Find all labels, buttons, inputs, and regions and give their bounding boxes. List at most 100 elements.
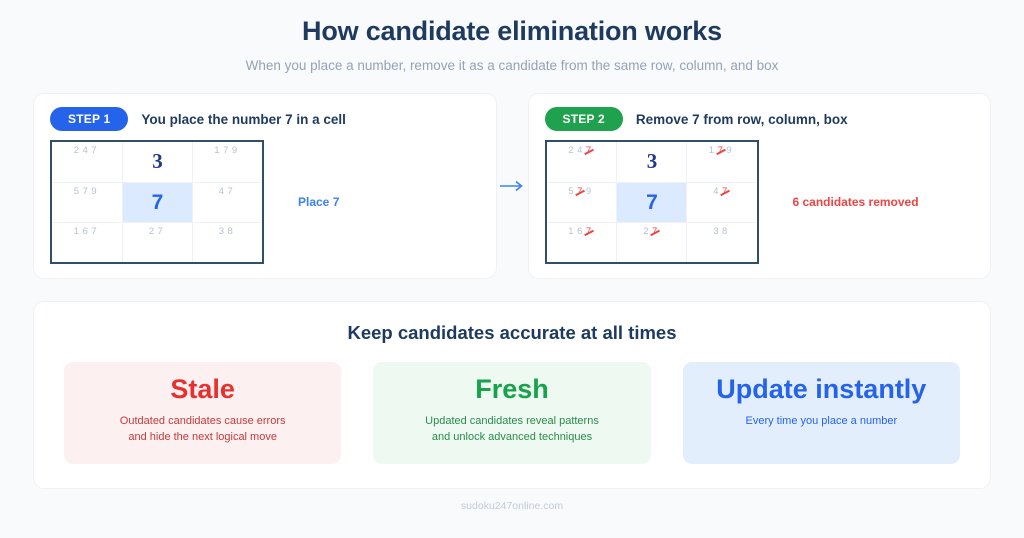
grid-cell[interactable]: 27 [121,222,192,263]
candidate: 5 [73,186,83,198]
candidate: 1 [568,226,578,238]
candidate: 5 [568,186,578,198]
page-subtitle: When you place a number, remove it as a … [245,58,779,74]
steps-row: STEP 1 You place the number 7 in a cell … [33,93,991,280]
step-1-note: Place 7 [298,195,340,210]
summary-card: Keep candidates accurate at all times St… [33,301,991,489]
candidate: 2 [148,226,158,238]
summary-tile-line: and unlock advanced techniques [431,431,593,444]
cell-candidates: 38 [193,227,262,237]
step-1-header: STEP 1 You place the number 7 in a cell [50,107,480,132]
candidate: 6 [577,226,586,238]
footer-site-label: sudoku247online.com [460,499,564,512]
candidate: 4 [577,145,586,157]
cell-candidates: 179 [687,146,756,156]
cell-candidates: 47 [687,187,756,197]
summary-tile-description: Every time you place a number [693,413,950,430]
cell-candidates: 167 [547,227,617,237]
summary-title: Keep candidates accurate at all times [347,322,677,344]
candidate: 4 [82,145,92,157]
grid-cell[interactable]: 47 [686,182,757,223]
candidate: 3 [713,226,722,238]
cell-value: 3 [152,149,163,174]
step-2-title: Remove 7 from row, column, box [635,111,848,127]
grid-cell[interactable]: 579 [546,182,617,222]
grid-cell[interactable]: 167 [546,222,617,262]
summary-tile-heading: Update instantly [716,374,927,405]
summary-tile-line: Updated candidates reveal patterns [425,414,599,427]
candidate-removed: 7 [585,226,595,238]
summary-tile-line: Every time you place a number [745,414,898,427]
cell-value: 7 [646,190,658,214]
candidate-removed: 7 [717,145,727,157]
candidate: 3 [218,226,228,238]
grid-cell[interactable]: 247 [52,142,122,182]
candidate: 6 [82,226,92,238]
step-2-badge: STEP 2 [544,107,623,132]
candidate: 7 [91,145,101,157]
grid-cell[interactable]: 167 [52,222,122,262]
step-1-title: You place the number 7 in a cell [141,111,346,127]
grid-cell[interactable]: 47 [191,182,262,223]
step-2-note: 6 candidates removed [792,195,919,210]
cell-candidates: 579 [547,187,617,197]
grid-cell[interactable]: 179 [686,142,756,183]
step-card-2: STEP 2 Remove 7 from row, column, box 24… [527,93,991,280]
candidate: 1 [214,145,224,157]
cell-candidates: 38 [687,227,756,237]
candidate: 2 [568,145,578,157]
grid-cell[interactable]: 38 [686,222,757,263]
cell-candidates: 247 [52,146,122,156]
summary-tile-heading: Stale [170,374,235,405]
candidate: 4 [713,186,722,198]
candidate: 8 [721,226,731,238]
candidate: 7 [82,186,92,198]
cell-candidates: 167 [52,227,122,237]
candidate: 1 [708,145,718,157]
candidate-removed: 7 [577,186,586,198]
cell-candidates: 179 [193,146,262,156]
cell-candidates: 27 [617,227,686,237]
summary-tile-line: Outdated candidates cause errors [119,414,286,427]
cell-candidates: 247 [547,146,617,156]
cell-value: 3 [646,149,658,174]
candidate: 1 [73,226,83,238]
grid-cell[interactable]: 27 [616,222,687,263]
grid-cell[interactable]: 7 [121,182,192,223]
candidate: 9 [231,145,241,157]
grid-cell[interactable]: 3 [121,142,192,183]
grid-cell[interactable]: 579 [52,182,122,222]
candidate: 9 [91,186,101,198]
grid-cell[interactable]: 3 [616,142,686,183]
cell-candidates: 47 [193,187,262,197]
summary-tile-heading: Fresh [475,374,549,405]
step-transition-arrow [497,93,528,279]
candidate: 7 [157,226,167,238]
grid-cell[interactable]: 179 [191,142,262,183]
cell-candidates: 579 [52,187,122,197]
candidate: 9 [726,145,736,157]
grid-cell[interactable]: 247 [547,142,617,182]
candidate: 2 [73,145,83,157]
candidate: 7 [91,226,101,238]
grid-cell[interactable]: 7 [616,182,687,223]
candidate: 4 [218,186,228,198]
step-1-badge: STEP 1 [50,107,129,132]
arrow-right-icon [499,181,523,192]
candidate: 9 [585,186,595,198]
grid-cell[interactable]: 38 [191,222,262,263]
